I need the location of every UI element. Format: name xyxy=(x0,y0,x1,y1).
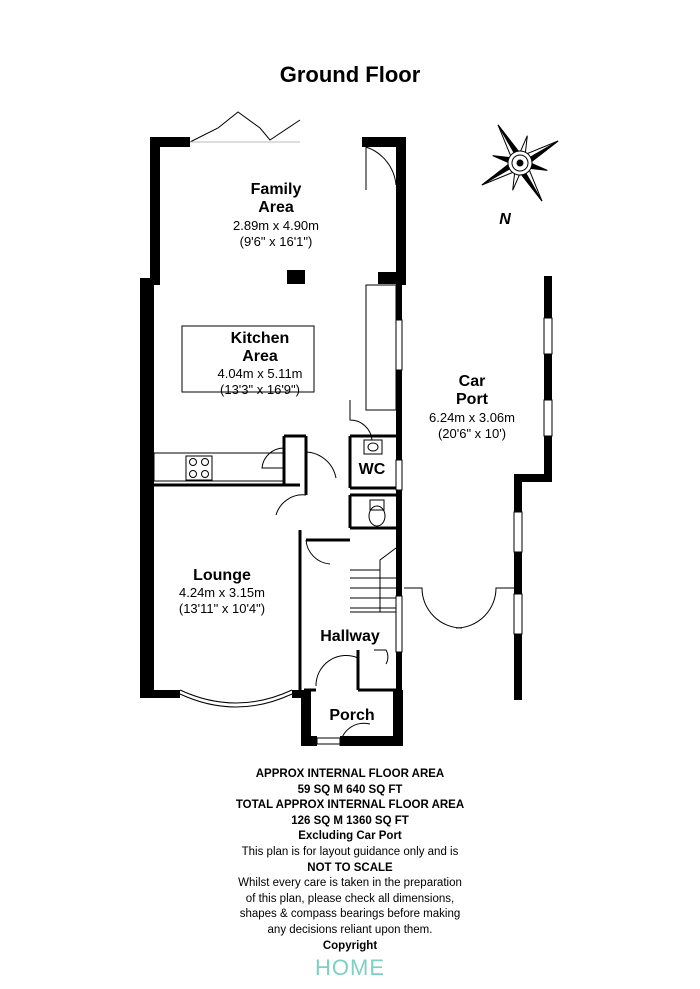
carport-windows xyxy=(513,317,553,635)
carport-walls xyxy=(514,276,552,700)
family-area-name-2: Area xyxy=(258,199,294,216)
bay-window xyxy=(179,689,293,708)
family-area-name-1: Family xyxy=(251,181,302,198)
stairs xyxy=(350,547,397,613)
note-line-1: APPROX INTERNAL FLOOR AREA xyxy=(255,768,445,780)
kitchen-tall-units xyxy=(365,284,397,411)
family-door xyxy=(365,146,397,190)
room-kitchen-area: Kitchen Area 4.04m x 5.11m (13'3" x 16'9… xyxy=(217,330,302,397)
floor-plan: N Family Area 2.89m x 4.90m (9'6" x 16'1… xyxy=(140,111,559,747)
internal-doors xyxy=(261,400,389,687)
car-port-name-2: Port xyxy=(456,391,489,408)
family-area-dim-m: 2.89m x 4.90m xyxy=(233,218,319,233)
room-porch-name: Porch xyxy=(329,707,374,724)
kitchen-island xyxy=(181,325,315,393)
room-hallway-name: Hallway xyxy=(320,628,380,645)
hob-icon xyxy=(185,455,213,481)
room-wc-name: WC xyxy=(359,461,386,478)
note-line-9: of this plan, please check all dimension… xyxy=(245,892,455,905)
wc-fittings xyxy=(363,439,386,527)
floor-title: Ground Floor xyxy=(279,62,421,87)
lounge-dim-ft: (13'11" x 10'4") xyxy=(179,601,265,616)
note-line-12: Copyright xyxy=(322,939,378,952)
kitchen-area-dim-ft: (13'3" x 16'9") xyxy=(220,382,300,397)
room-car-port: Car Port 6.24m x 3.06m (20'6" x 10') xyxy=(429,373,515,441)
internal-walls xyxy=(152,434,396,692)
note-line-5: Excluding Car Port xyxy=(298,830,402,843)
note-line-10: shapes & compass bearings before making xyxy=(239,908,461,921)
kitchen-area-name-1: Kitchen xyxy=(231,330,290,347)
note-line-4: 126 SQ M 1360 SQ FT xyxy=(291,814,409,827)
note-line-2: 59 SQ M 640 SQ FT xyxy=(297,783,403,796)
carport-doors xyxy=(404,587,514,629)
note-line-8: Whilst every care is taken in the prepar… xyxy=(238,877,462,890)
compass-rose-icon xyxy=(481,124,559,202)
lounge-dim-m: 4.24m x 3.15m xyxy=(179,585,265,600)
note-line-3: TOTAL APPROX INTERNAL FLOOR AREA xyxy=(235,799,465,812)
car-port-dim-m: 6.24m x 3.06m xyxy=(429,410,515,425)
car-port-dim-ft: (20'6" x 10') xyxy=(438,426,506,441)
kitchen-area-dim-m: 4.04m x 5.11m xyxy=(217,366,302,381)
windows-internal-right xyxy=(395,319,403,653)
room-family-area: Family Area 2.89m x 4.90m (9'6" x 16'1") xyxy=(233,181,319,249)
family-area-dim-ft: (9'6" x 16'1") xyxy=(240,234,313,249)
kitchen-worktop xyxy=(153,452,285,482)
compass-north-label: N xyxy=(499,211,511,228)
note-line-6: This plan is for layout guidance only an… xyxy=(241,845,459,858)
floor-area-notes: APPROX INTERNAL FLOOR AREA 59 SQ M 640 S… xyxy=(150,767,550,954)
note-line-7: NOT TO SCALE xyxy=(307,861,393,874)
porch-openings xyxy=(316,722,371,747)
bifold-doors xyxy=(189,111,301,143)
car-port-name-1: Car xyxy=(459,373,486,390)
kitchen-area-name-2: Area xyxy=(242,348,278,365)
note-line-11: any decisions reliant upon them. xyxy=(267,923,433,936)
lounge-name: Lounge xyxy=(193,567,251,584)
home-logo: HOME xyxy=(315,955,385,980)
room-lounge: Lounge 4.24m x 3.15m (13'11" x 10'4") xyxy=(179,567,265,616)
